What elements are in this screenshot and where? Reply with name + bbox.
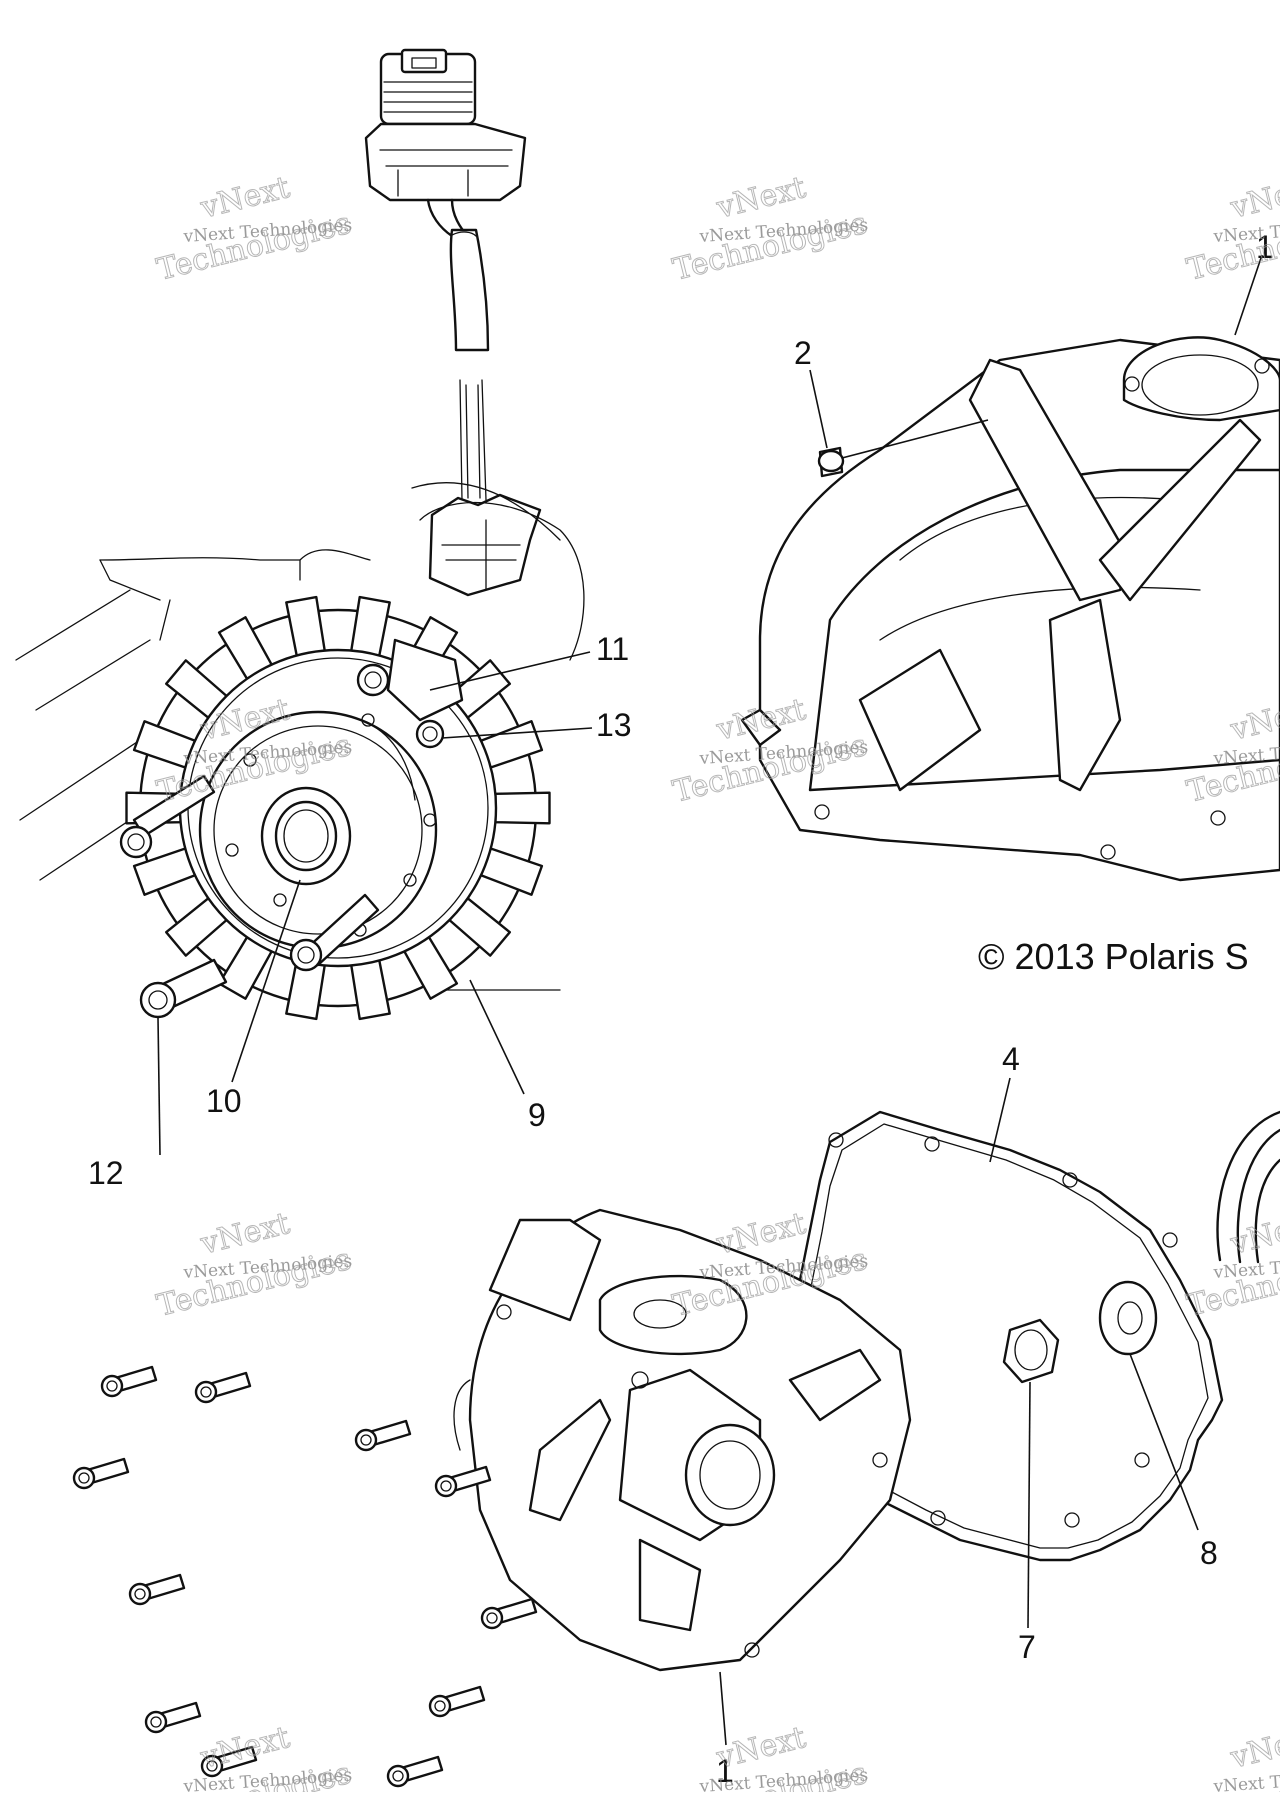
callout-9: 9 [528,1097,546,1133]
callout-12: 12 [88,1155,124,1191]
svg-text:vNext: vNext [712,170,809,226]
wire-harness [412,230,560,595]
loose-bolt-12 [141,960,226,1017]
svg-text:vNext: vNext [1226,170,1280,226]
svg-text:Technologies: Technologies [153,206,354,288]
callout-11: 11 [596,631,629,667]
cover-bolt [430,1687,484,1716]
cover-bolt [388,1757,442,1786]
cover-bolt [74,1459,128,1488]
callout-4: 4 [1002,1041,1020,1077]
svg-text:vNext: vNext [196,170,293,226]
cover-bolt [196,1373,250,1402]
callout-10: 10 [206,1083,242,1119]
svg-text:vNext: vNext [196,1720,293,1776]
copyright-text: © 2013 Polaris S [978,936,1249,977]
cover-bolt [130,1575,184,1604]
svg-text:vNext: vNext [712,1206,809,1262]
svg-text:vNext: vNext [1226,1720,1280,1776]
cover-bolt [146,1703,200,1732]
dowel-pin-2 [819,448,843,476]
stator-coil-tooth [495,793,549,824]
cover-bolt [356,1421,410,1450]
washer-8 [1100,1282,1156,1354]
callout-8: 8 [1200,1535,1218,1571]
svg-text:Technologies: Technologies [153,1242,354,1324]
callout-2: 2 [794,335,812,371]
cover-bolts [74,1367,536,1786]
cover-bolt [482,1599,536,1628]
svg-text:vNext: vNext [1226,1206,1280,1262]
svg-text:Technologies: Technologies [669,206,870,288]
svg-text:vNext: vNext [196,1206,293,1262]
nut-7 [1004,1320,1058,1382]
callout-13: 13 [596,707,632,743]
stator-connector [366,50,525,236]
callout-7: 7 [1018,1629,1036,1665]
svg-text:vNext: vNext [712,1720,809,1776]
cover-bolt [102,1367,156,1396]
